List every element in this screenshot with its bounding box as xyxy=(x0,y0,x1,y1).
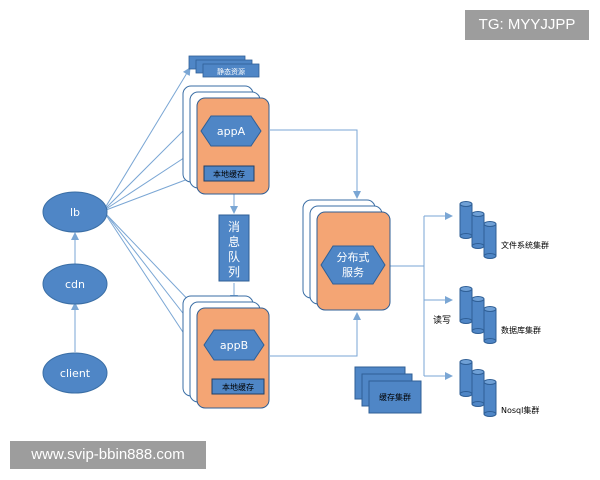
nosql-label: Nosql集群 xyxy=(501,405,539,415)
watermark-top: TG: MYYJJPP xyxy=(465,10,589,40)
file-system-cluster[interactable]: 文件系统集群 xyxy=(459,201,549,259)
app-b-cache-label: 本地缓存 xyxy=(222,382,254,392)
read-write-label: 读写 xyxy=(433,314,451,326)
cylinder-icon xyxy=(471,211,485,249)
arrow-lb-appA-1 xyxy=(105,117,197,209)
cylinder-icon xyxy=(459,286,473,324)
cylinder-icon xyxy=(459,359,473,397)
arrow-lb-appA-2 xyxy=(105,149,197,210)
cylinder-icon xyxy=(459,201,473,239)
app-b-hexagon xyxy=(203,329,265,361)
node-client[interactable]: client xyxy=(42,352,108,394)
database-cluster[interactable]: 数据库集群 xyxy=(459,286,541,344)
node-cdn[interactable]: cdn xyxy=(42,263,108,305)
static-resources-label: 静态资源 xyxy=(217,67,245,76)
arrow-lb-appB-2 xyxy=(105,213,197,331)
arrow-lb-appB-3 xyxy=(105,214,197,353)
cylinder-icon xyxy=(483,306,497,344)
service-hexagon xyxy=(320,245,386,285)
cylinder-icon xyxy=(471,369,485,407)
arrow-appB-service xyxy=(270,312,361,357)
cylinder-icon xyxy=(471,296,485,334)
app-a-cache-box xyxy=(203,165,255,182)
queue-char-4: 列 xyxy=(228,265,240,279)
message-queue[interactable]: 消 息 队 列 xyxy=(218,214,250,282)
service-label-line2: 服务 xyxy=(342,266,364,279)
service-label-line1: 分布式 xyxy=(337,251,370,264)
app-a-label: appA xyxy=(217,125,246,138)
client-label: client xyxy=(60,367,91,380)
app-a-cache-label: 本地缓存 xyxy=(213,169,245,179)
queue-char-3: 队 xyxy=(228,249,240,264)
node-lb[interactable]: lb xyxy=(42,191,108,233)
database-label: 数据库集群 xyxy=(501,325,541,335)
arrow-lb-appB-1 xyxy=(105,213,197,309)
lb-label: lb xyxy=(70,206,80,219)
app-a-hexagon xyxy=(200,115,262,147)
app-b-stack[interactable]: appB 本地缓存 xyxy=(182,295,270,409)
cache-cluster-stack[interactable]: 缓存集群 xyxy=(354,366,422,414)
queue-char-1: 消 xyxy=(228,220,240,234)
cylinder-icon xyxy=(483,379,497,417)
arrow-lb-appA-3 xyxy=(105,174,197,211)
cylinder-icon xyxy=(483,221,497,259)
arrow-appA-service xyxy=(270,129,361,199)
cdn-label: cdn xyxy=(65,278,85,291)
nosql-cluster[interactable]: Nosql集群 xyxy=(459,359,539,417)
connectors xyxy=(71,67,453,380)
file-system-label: 文件系统集群 xyxy=(501,240,549,250)
watermark-bottom: www.svip-bbin888.com xyxy=(10,441,206,469)
distributed-service-stack[interactable]: 分布式 服务 xyxy=(302,199,391,311)
cache-cluster-label: 缓存集群 xyxy=(379,392,411,402)
static-resources-stack[interactable]: 静态资源 xyxy=(188,55,260,78)
app-a-stack[interactable]: appA 本地缓存 xyxy=(182,85,270,195)
arrow-lb-static xyxy=(104,67,191,209)
app-b-cache-box xyxy=(211,378,265,395)
app-b-label: appB xyxy=(220,339,248,352)
queue-char-2: 息 xyxy=(228,234,240,249)
